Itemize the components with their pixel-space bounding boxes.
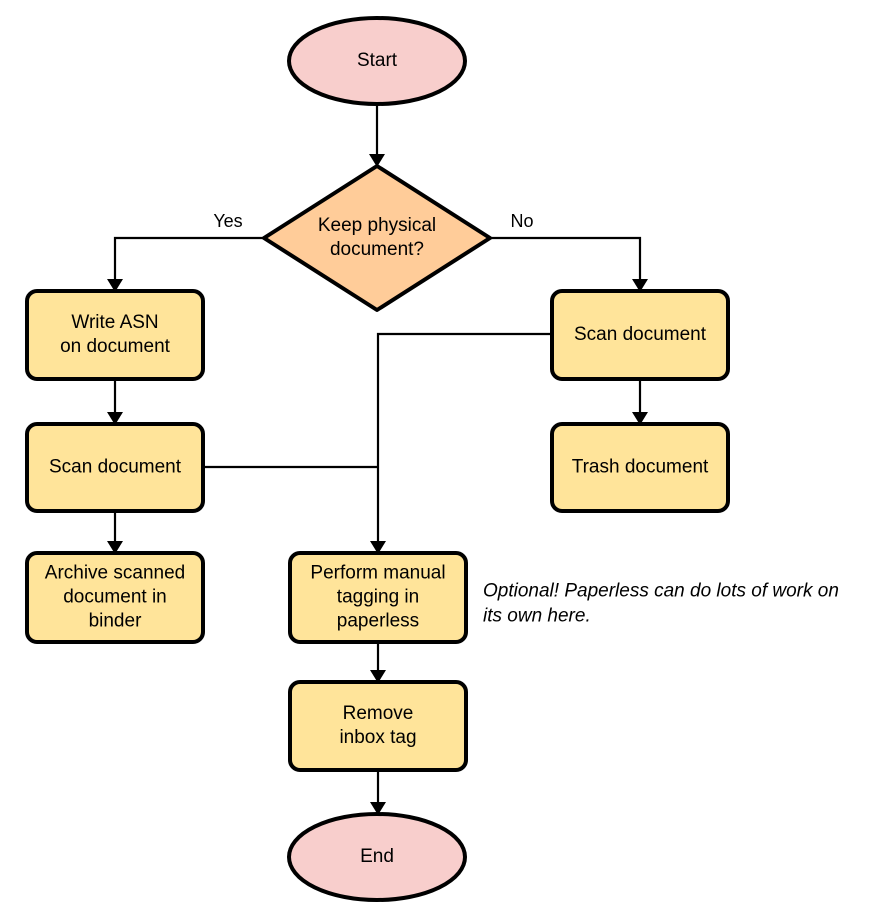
- arrow-head-icon: [370, 670, 386, 683]
- arrow-head-icon: [107, 541, 123, 554]
- edge-write-asn-to-scan-left: [107, 379, 123, 425]
- node-end[interactable]: End: [287, 812, 467, 902]
- edge-scan-left-to-archive: [107, 511, 123, 554]
- arrow-head-icon: [632, 412, 648, 425]
- process-shape: [550, 422, 730, 513]
- process-shape: [288, 680, 468, 772]
- edge-label-decision-yes: Yes: [213, 211, 242, 231]
- annotation-optional-note: Optional! Paperless can do lots of work …: [483, 581, 839, 627]
- arrow-head-icon: [107, 279, 123, 292]
- edge-decision-yes: Yes: [107, 211, 264, 292]
- edge-scan-right-to-manual-tagging: [370, 332, 552, 554]
- edge-start-to-decision: [369, 104, 385, 167]
- process-shape: [25, 422, 205, 513]
- arrow-head-icon: [370, 802, 386, 815]
- edge-scan-right-to-trash: [632, 379, 648, 425]
- arrow-head-icon: [632, 279, 648, 292]
- terminator-shape: [287, 16, 467, 106]
- node-scan-right[interactable]: Scan document: [550, 289, 730, 381]
- edge-decision-no: No: [490, 211, 648, 292]
- node-label: End: [360, 846, 394, 867]
- edges-layer: Yes No: [107, 104, 648, 815]
- process-shape: [25, 289, 205, 381]
- edge-path: [113, 236, 264, 285]
- edge-remove-inbox-to-end: [370, 770, 386, 815]
- node-label: Start: [357, 50, 398, 71]
- node-label: Scan document: [574, 324, 707, 345]
- edge-manual-tagging-to-remove-inbox: [370, 642, 386, 683]
- edge-label-decision-no: No: [510, 211, 533, 231]
- decision-shape: [262, 164, 492, 312]
- arrow-head-icon: [369, 154, 385, 167]
- arrow-head-icon: [107, 412, 123, 425]
- annotations-layer: Optional! Paperless can do lots of work …: [483, 581, 839, 627]
- node-trash[interactable]: Trash document: [550, 422, 730, 513]
- node-scan-left[interactable]: Scan document: [25, 422, 205, 513]
- edge-path: [490, 236, 642, 285]
- node-label: Scan document: [49, 457, 182, 478]
- node-start[interactable]: Start: [287, 16, 467, 106]
- process-shape: [550, 289, 730, 381]
- terminator-shape: [287, 812, 467, 902]
- process-shape: [288, 551, 468, 644]
- process-shape: [25, 551, 205, 644]
- arrow-head-icon: [370, 541, 386, 554]
- node-label: Trash document: [572, 457, 709, 478]
- edge-path: [376, 332, 552, 547]
